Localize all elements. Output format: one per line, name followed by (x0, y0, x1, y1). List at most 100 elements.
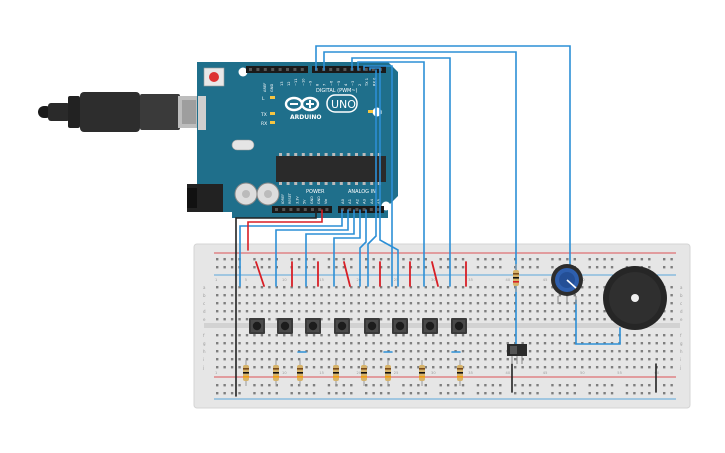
column-number: 60 (655, 371, 660, 375)
row-letter: f (203, 333, 205, 338)
pushbutton[interactable] (451, 318, 467, 334)
wire-digital-3[interactable] (351, 57, 451, 287)
analog-header (338, 206, 384, 213)
gnd-label: GND (270, 84, 274, 92)
digital-header-right (312, 66, 386, 73)
column-number: 45 (543, 371, 548, 375)
power-header (272, 206, 332, 213)
potentiometer[interactable] (551, 264, 583, 304)
row-letter: a (203, 285, 206, 290)
resistor[interactable] (297, 360, 303, 386)
pushbutton[interactable] (364, 318, 380, 334)
slide-switch[interactable] (507, 344, 527, 364)
resistor[interactable] (361, 360, 367, 386)
wire-digital-1[interactable] (315, 45, 571, 267)
column-number: 50 (580, 371, 585, 375)
resistor[interactable] (419, 360, 425, 386)
pushbutton[interactable] (334, 318, 350, 334)
wire-analog-1[interactable] (239, 209, 343, 287)
analog-pin-label: A0 (340, 198, 345, 204)
mounting-hole (238, 67, 248, 77)
column-number: 35 (468, 278, 473, 282)
row-letter: h (203, 349, 206, 354)
pushbutton[interactable] (392, 318, 408, 334)
wires[interactable] (235, 45, 657, 397)
column-number: 1 (215, 371, 217, 375)
row-letter: a (680, 285, 683, 290)
center-channel (204, 323, 680, 328)
jumper-red-4[interactable] (343, 261, 351, 287)
digital-pin-label: 7 (323, 84, 327, 86)
resistor[interactable] (333, 360, 339, 386)
wire-analog-3[interactable] (305, 209, 355, 287)
power-label: POWER (306, 189, 325, 195)
digital-pin-label: 13 (280, 81, 284, 86)
jumper-red-1[interactable] (255, 261, 265, 287)
digital-pin-label: RX 0 (372, 77, 376, 86)
power-pin-label: RESET (288, 192, 292, 204)
analog-pin-label: A5 (376, 198, 381, 204)
usb-cable[interactable] (38, 92, 200, 132)
column-number: 30 (431, 278, 436, 282)
row-letter: i (680, 357, 681, 362)
microcontroller-chip (276, 156, 386, 182)
wire-5v[interactable] (247, 209, 323, 251)
column-number: 10 (282, 371, 287, 375)
row-letter: b (203, 293, 206, 298)
row-letter: g (203, 341, 206, 346)
column-number: 45 (543, 278, 548, 282)
column-number: 35 (468, 371, 473, 375)
digital-pin-label: 4 (344, 83, 348, 86)
row-letter: c (680, 301, 682, 306)
pushbutton[interactable] (305, 318, 321, 334)
power-pin-label: IOREF (281, 194, 285, 204)
pushbutton[interactable] (277, 318, 293, 334)
wire-digital-2[interactable] (323, 51, 517, 345)
resistor[interactable] (385, 360, 391, 386)
power-pin-label: 3.3V (295, 196, 299, 204)
column-number: 55 (617, 371, 622, 375)
wire-gnd[interactable] (235, 209, 317, 397)
power-pin-label: 5V (303, 199, 307, 204)
wire-analog-5[interactable] (359, 209, 367, 287)
piezo-buzzer[interactable] (603, 266, 667, 330)
row-letter: d (680, 309, 683, 314)
column-number: 1 (215, 278, 217, 282)
wire-pot-buzzer[interactable] (575, 299, 621, 345)
digital-pin-label: 2 (358, 84, 362, 86)
wire-digital-5[interactable] (363, 65, 393, 287)
jumper-red-7[interactable] (431, 261, 439, 287)
crystal (231, 139, 255, 151)
digital-pin-label: ~3 (351, 81, 355, 86)
row-letter: d (203, 309, 206, 314)
wire-analog-2[interactable] (275, 209, 349, 287)
model-badge (326, 94, 358, 113)
wire-digital-7[interactable] (367, 69, 377, 287)
pushbutton[interactable] (249, 318, 265, 334)
resistor[interactable] (273, 360, 279, 386)
digital-pin-label: 12 (287, 81, 291, 86)
column-number: 15 (319, 371, 324, 375)
column-number: 10 (282, 278, 287, 282)
resistor[interactable] (457, 360, 463, 386)
wire-analog-4[interactable] (333, 209, 361, 287)
row-letter: g (680, 341, 683, 346)
row-letter: b (680, 293, 683, 298)
arduino-logo (284, 96, 320, 112)
column-number: 30 (431, 371, 436, 375)
resistor-pot[interactable] (513, 264, 519, 292)
analog-pin-label: A1 (347, 198, 352, 204)
arduino-uno-board[interactable]: ARDUINO UNO TX RX L ON AREF GND DIGITAL … (187, 62, 398, 218)
row-letter: c (203, 301, 205, 306)
wire-digital-6[interactable] (369, 67, 399, 287)
pushbutton[interactable] (422, 318, 438, 334)
column-number: 5 (245, 278, 247, 282)
digital-pin-label: ~6 (330, 80, 334, 86)
resistor[interactable] (243, 360, 249, 386)
wire-digital-4[interactable] (357, 61, 425, 287)
digital-pin-label: ~11 (294, 78, 298, 86)
row-letter: h (680, 349, 683, 354)
analog-pin-label: A2 (354, 198, 359, 204)
